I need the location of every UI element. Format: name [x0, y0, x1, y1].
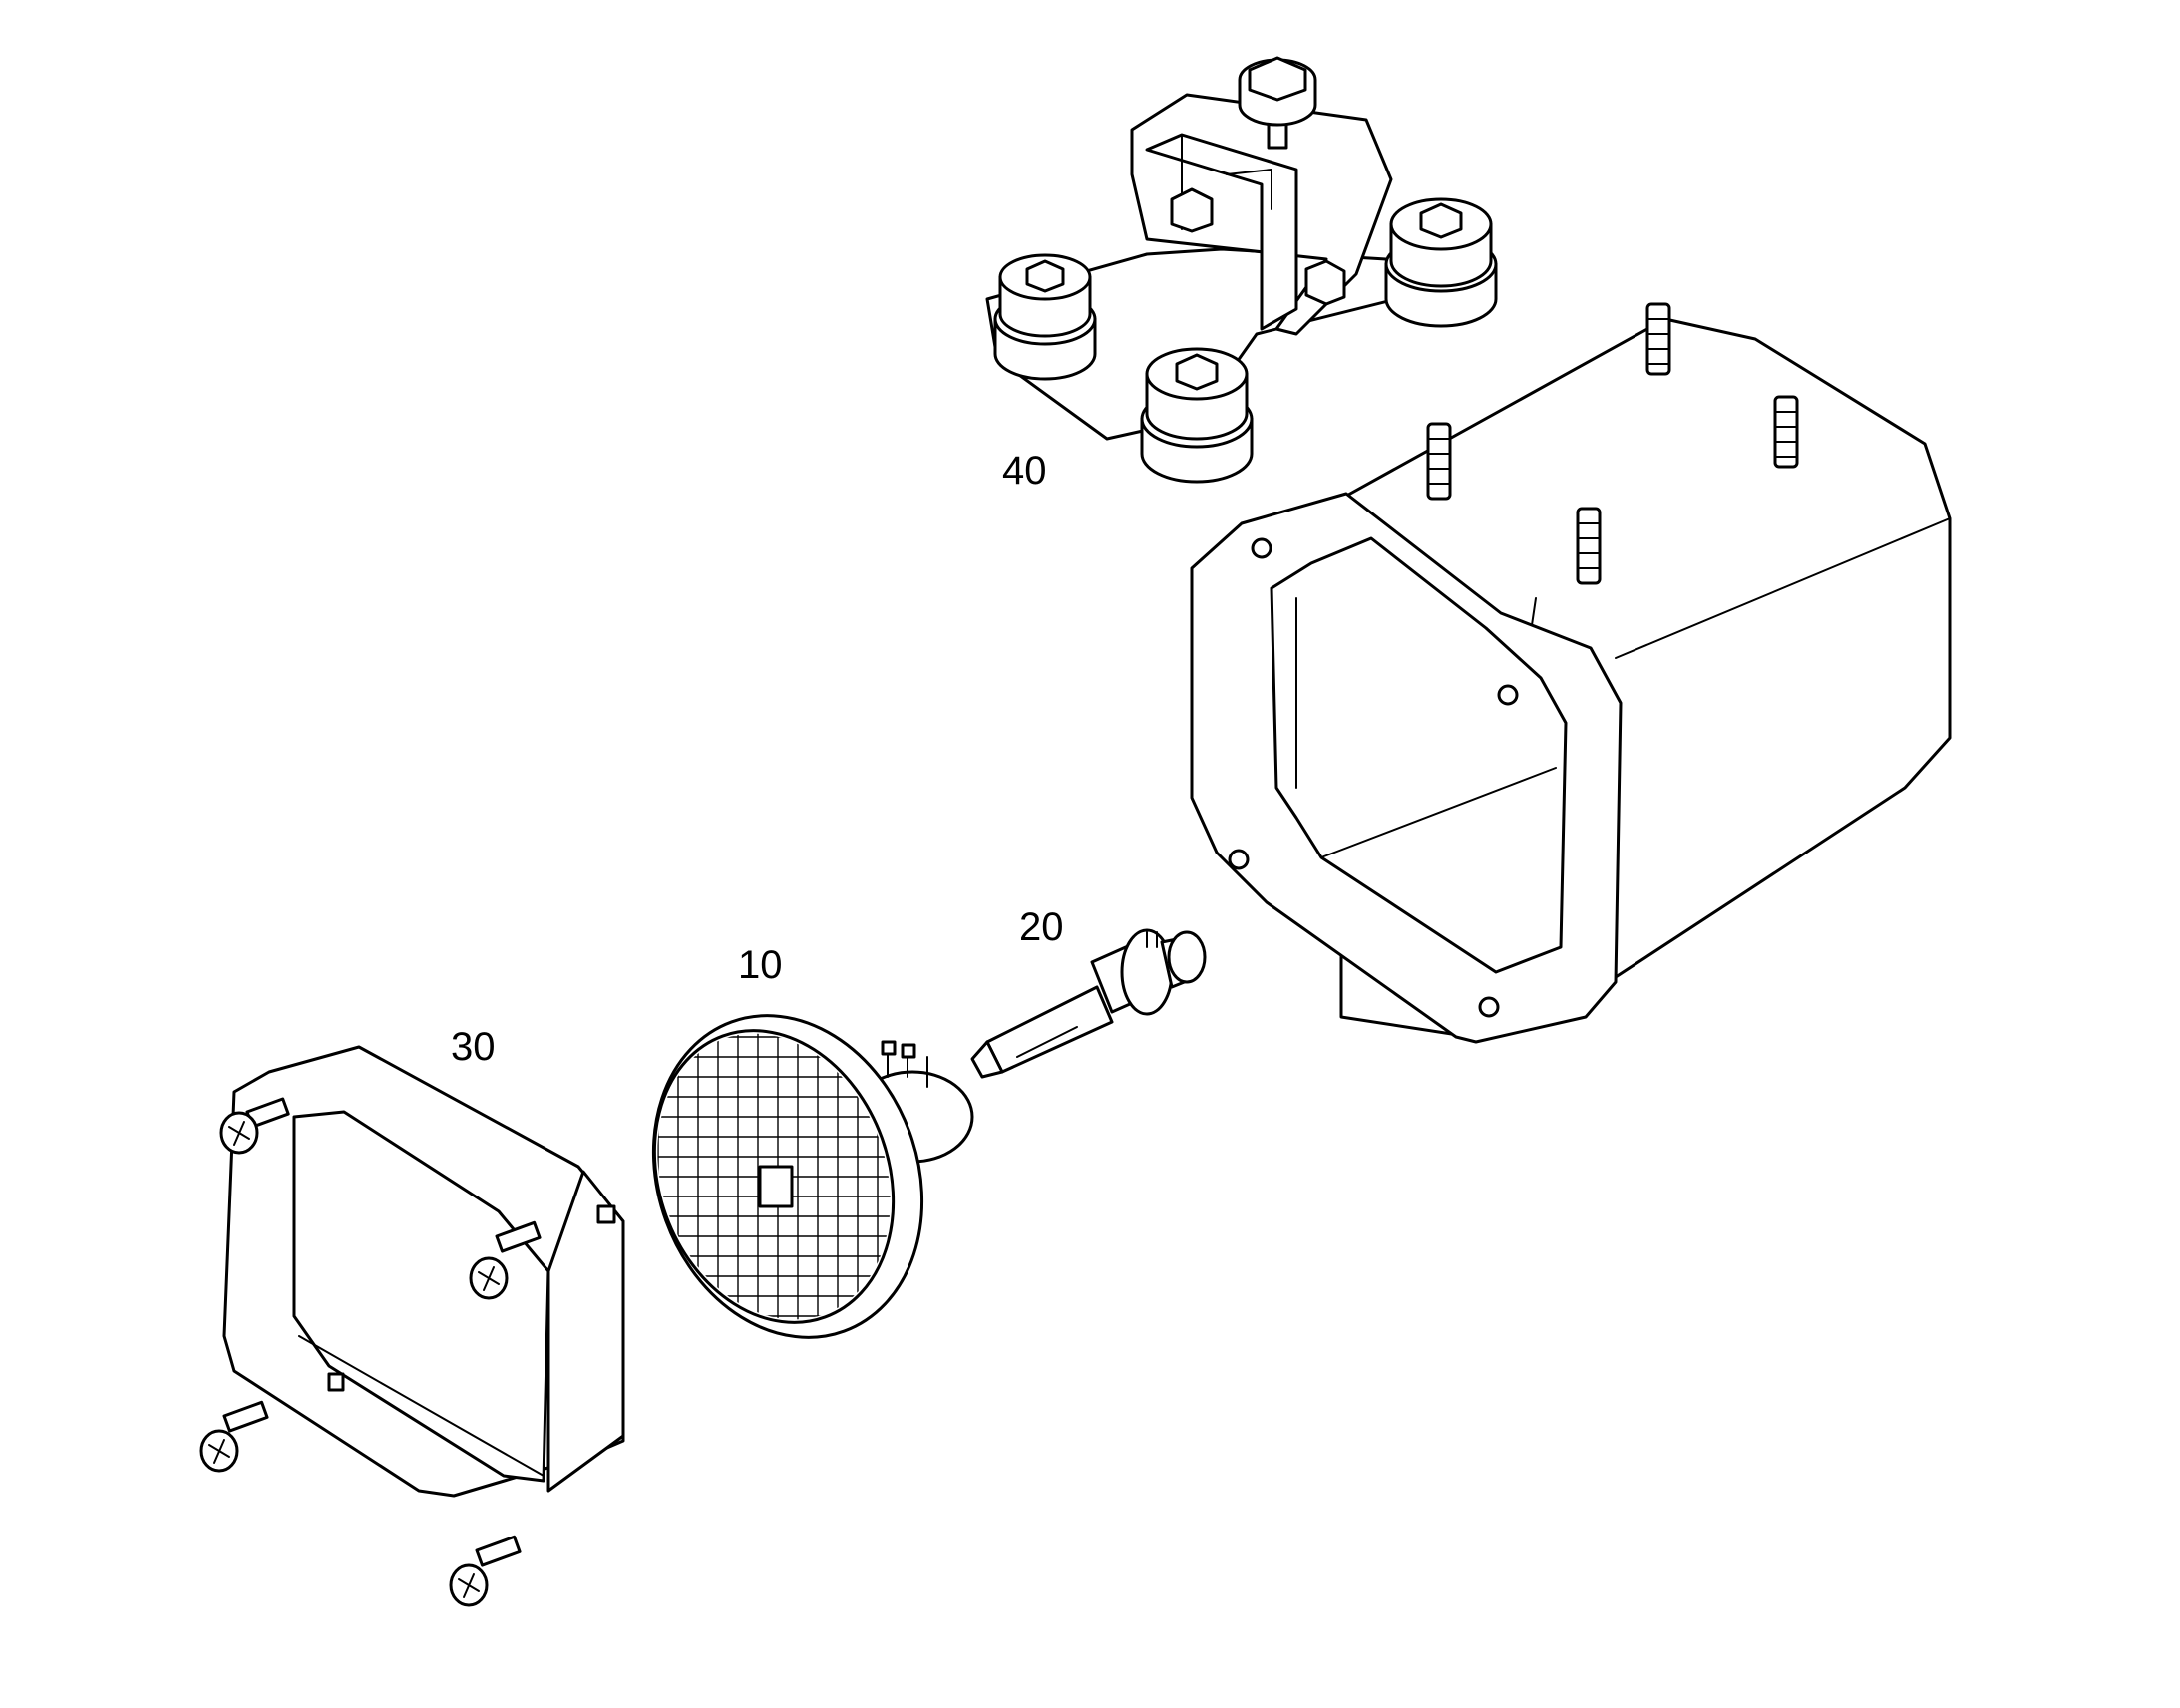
frame-screws: [199, 1097, 616, 1607]
bush-left: [993, 253, 1097, 381]
housing-studs: [1426, 302, 1799, 585]
callout-30: 30: [451, 1025, 496, 1069]
callout-10: 10: [738, 943, 783, 987]
bush-center: [1140, 347, 1254, 484]
callout-20: 20: [1019, 905, 1064, 949]
housing-body: [1190, 302, 1952, 1044]
part-40-mounting-bracket: [985, 56, 1498, 484]
callout-40: 40: [1002, 449, 1047, 493]
bush-right: [1384, 197, 1498, 328]
part-10-lamp-insert: [638, 1014, 974, 1339]
part-20-bulb: [970, 928, 1207, 1079]
part-30-front-frame: [199, 1045, 625, 1607]
